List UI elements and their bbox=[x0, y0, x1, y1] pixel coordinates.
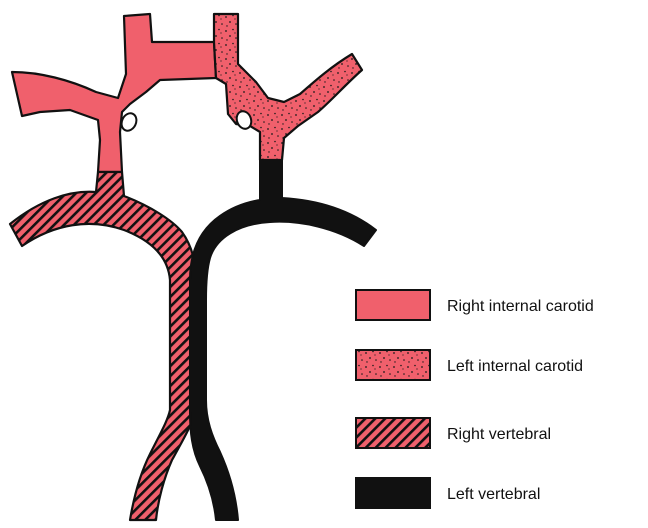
left-carotid-vessel bbox=[214, 14, 362, 160]
legend-swatch-hatched-pink bbox=[356, 418, 430, 448]
legend-swatch-solid-black bbox=[356, 478, 430, 508]
legend-label-right-vertebral: Right vertebral bbox=[447, 426, 551, 443]
legend-item-right-vertebral: Right vertebral bbox=[356, 418, 551, 448]
legend-label-right-internal-carotid: Right internal carotid bbox=[447, 298, 594, 315]
left-vertebral-vessel bbox=[190, 160, 376, 520]
legend-label-left-vertebral: Left vertebral bbox=[447, 486, 540, 503]
right-vertebral-vessel bbox=[10, 172, 196, 520]
legend-label-left-internal-carotid: Left internal carotid bbox=[447, 358, 583, 375]
legend-swatch-stippled-pink bbox=[356, 350, 430, 380]
legend-item-left-vertebral: Left vertebral bbox=[356, 478, 540, 508]
left-internal-carotid-territory bbox=[214, 14, 362, 160]
legend: Right internal carotid Left internal car… bbox=[356, 290, 594, 508]
right-carotid-vessel bbox=[12, 14, 216, 172]
right-internal-carotid-territory bbox=[12, 14, 216, 172]
right-vertebral-territory bbox=[10, 172, 196, 520]
legend-item-left-internal-carotid: Left internal carotid bbox=[356, 350, 583, 380]
legend-item-right-internal-carotid: Right internal carotid bbox=[356, 290, 594, 320]
legend-swatch-solid-pink bbox=[356, 290, 430, 320]
left-vertebral-territory bbox=[190, 160, 376, 520]
